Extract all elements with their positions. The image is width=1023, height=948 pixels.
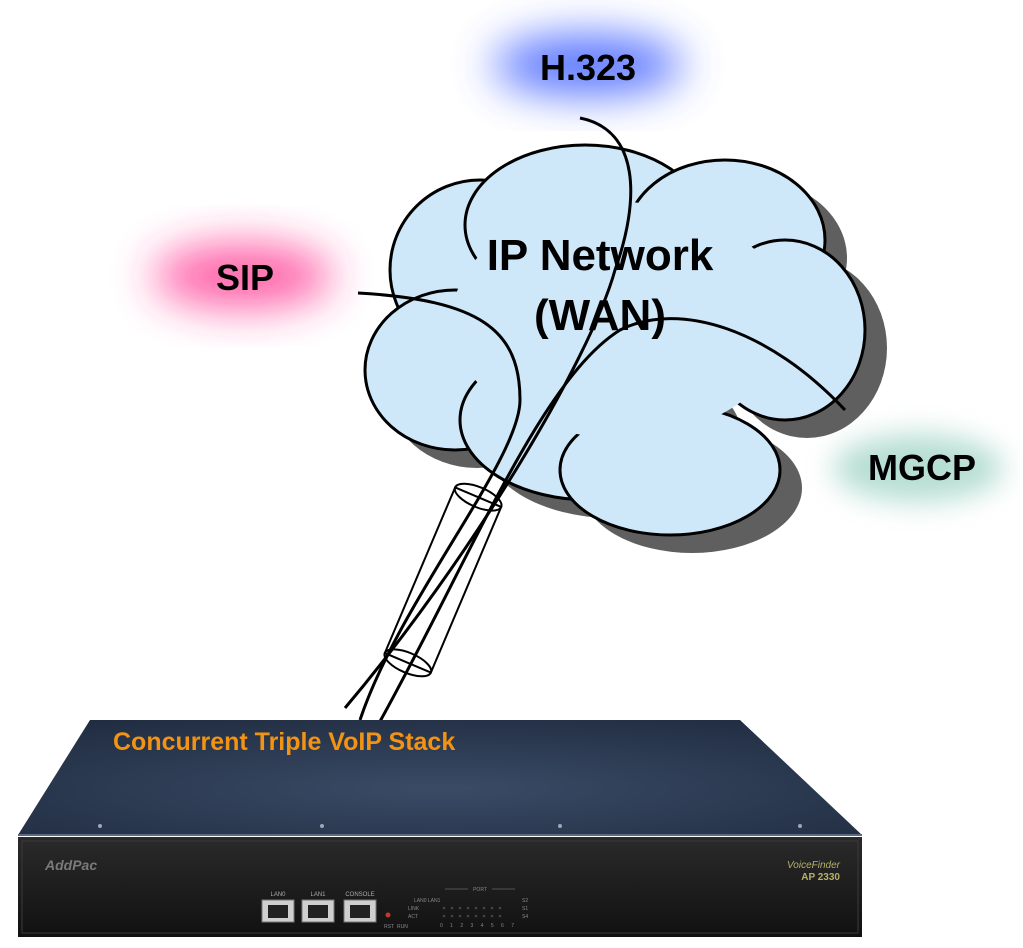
h323-line (343, 116, 633, 709)
network-subtitle: (WAN) (534, 291, 666, 340)
cable-sleeve (383, 482, 503, 678)
rst-label: RST (384, 924, 394, 930)
reset-button[interactable] (385, 912, 391, 918)
status-leds (442, 906, 502, 918)
network-cloud (363, 143, 867, 537)
brand-logo: AddPac (44, 857, 97, 873)
device-front-panel (18, 837, 862, 937)
act-label: ACT (408, 914, 418, 920)
model-number: AP 2330 (801, 872, 840, 883)
console-port[interactable] (343, 899, 377, 923)
port-header: PORT (473, 887, 487, 893)
s4-label: S4 (522, 914, 528, 920)
mgcp-line (376, 317, 847, 726)
link-label: LINK (408, 906, 420, 912)
protocol-lines (343, 116, 847, 726)
port-numbers: 0 1 2 3 4 5 6 7 (440, 923, 517, 929)
s1-label: S1 (522, 906, 528, 912)
run-label: RUN (397, 924, 408, 930)
lan-group-label: LAN0 LAN1 (414, 898, 441, 904)
h323-glow (493, 35, 683, 95)
port-label-lan0: LAN0 (270, 892, 286, 898)
sip-line (357, 291, 522, 721)
lan0-port[interactable] (261, 899, 295, 923)
voip-gateway-device: Concurrent Triple VoIP Stack AddPac Voic… (18, 720, 862, 937)
sip-glow (153, 244, 333, 308)
stack-label: Concurrent Triple VoIP Stack (113, 728, 455, 756)
mgcp-label: MGCP (868, 447, 976, 488)
port-label-console: CONSOLE (345, 892, 374, 898)
h323-label: H.323 (540, 47, 636, 88)
product-line-logo: VoiceFinder (787, 860, 841, 871)
port-label-lan1: LAN1 (310, 892, 326, 898)
device-top (18, 720, 862, 835)
network-title: IP Network (487, 231, 714, 280)
lan1-port[interactable] (301, 899, 335, 923)
sip-label: SIP (216, 257, 274, 298)
mgcp-glow (833, 434, 1003, 502)
s2-label: S2 (522, 898, 528, 904)
